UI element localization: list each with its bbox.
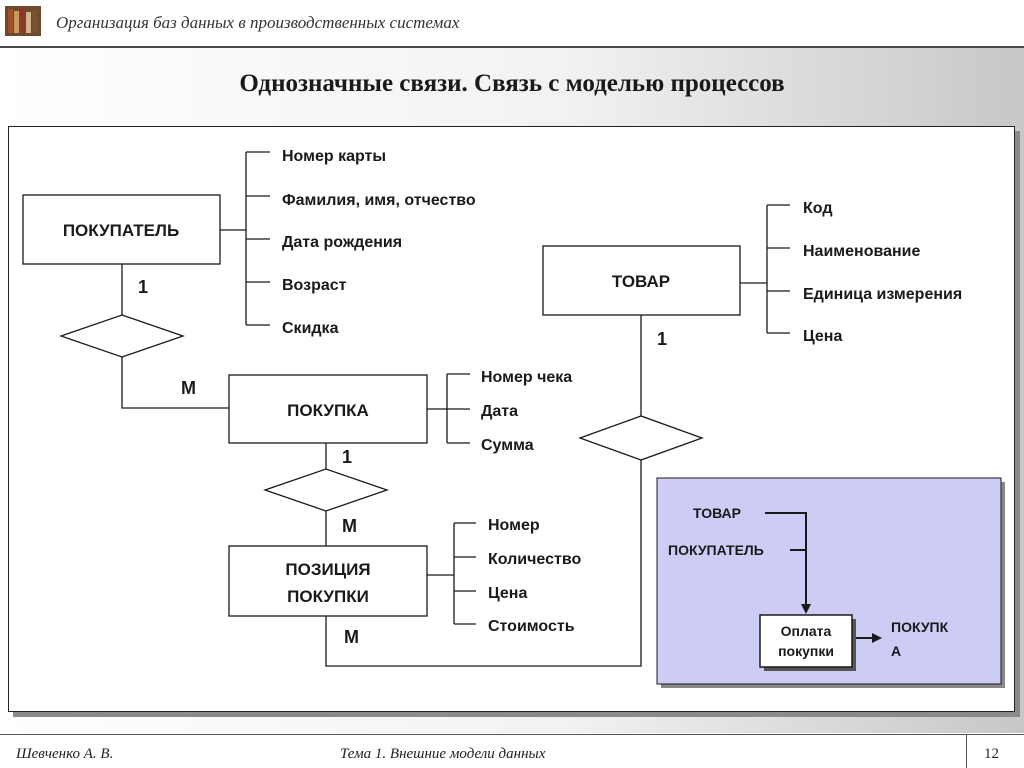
- entity-item-box: [228, 545, 428, 617]
- cardinality-product-one: 1: [657, 329, 667, 349]
- entity-item-label-2: ПОКУПКИ: [287, 587, 369, 606]
- entity-product-box: [542, 245, 741, 316]
- attr-customer-5: Скидка: [282, 320, 339, 337]
- entity-purchase-box: [228, 374, 428, 444]
- entity-product-label: ТОВАР: [612, 272, 670, 291]
- attr-purchase-1: Номер чека: [481, 369, 572, 386]
- cardinality-item-many-2: M: [344, 627, 359, 647]
- attr-item-3: Цена: [488, 585, 527, 602]
- course-title: Организация баз данных в производственны…: [56, 13, 460, 32]
- attr-purchase-3: Сумма: [481, 437, 534, 454]
- entity-item-label-1: ПОЗИЦИЯ: [285, 560, 370, 579]
- attr-purchase-2: Дата: [481, 403, 518, 420]
- page-number: 12: [984, 746, 999, 762]
- relationship-diamond-purchase: [263, 468, 389, 512]
- process-input-product: ТОВАР: [693, 505, 741, 521]
- attr-product-3: Единица измерения: [803, 286, 962, 303]
- arrow-to-output: [872, 633, 882, 643]
- attr-item-2: Количество: [488, 551, 581, 568]
- cardinality-item-many-1: M: [342, 516, 357, 536]
- footer-author: Шевченко А. В.: [16, 746, 114, 762]
- cardinality-purchase-one: 1: [342, 447, 352, 467]
- footer-bar: Шевченко А. В. Тема 1. Внешние модели да…: [0, 734, 1024, 768]
- process-label-1: Оплата: [781, 623, 832, 639]
- relationship-diamond-customer: [59, 314, 185, 358]
- attr-item-1: Номер: [488, 517, 540, 534]
- entity-customer-box: [22, 194, 221, 265]
- relationship-diamond-product: [578, 415, 704, 461]
- process-output-2: А: [891, 643, 901, 659]
- process-box: [759, 614, 853, 668]
- cardinality-customer-one: 1: [138, 277, 148, 297]
- attr-customer-3: Дата рождения: [282, 234, 402, 251]
- cardinality-purchase-many: M: [181, 378, 196, 398]
- process-label-2: покупки: [778, 643, 834, 659]
- entity-purchase-label: ПОКУПКА: [287, 401, 369, 420]
- process-input-customer: ПОКУПАТЕЛЬ: [668, 542, 764, 558]
- entity-customer-label: ПОКУПАТЕЛЬ: [63, 221, 179, 240]
- process-output-1: ПОКУПК: [891, 619, 949, 635]
- attr-customer-2: Фамилия, имя, отчество: [282, 192, 476, 209]
- footer-topic: Тема 1. Внешние модели данных: [340, 746, 546, 762]
- attr-product-1: Код: [803, 200, 832, 217]
- header-bar: Организация баз данных в производственны…: [0, 0, 1024, 48]
- books-icon: [5, 6, 41, 36]
- attr-customer-1: Номер карты: [282, 148, 386, 165]
- attr-product-2: Наименование: [803, 243, 920, 260]
- slide-title: Однозначные связи. Связь с моделью проце…: [239, 70, 785, 97]
- arrow-to-process: [801, 604, 811, 614]
- attr-item-4: Стоимость: [488, 618, 575, 635]
- attr-product-4: Цена: [803, 328, 842, 345]
- footer-divider: [966, 735, 967, 768]
- attr-customer-4: Возраст: [282, 277, 347, 294]
